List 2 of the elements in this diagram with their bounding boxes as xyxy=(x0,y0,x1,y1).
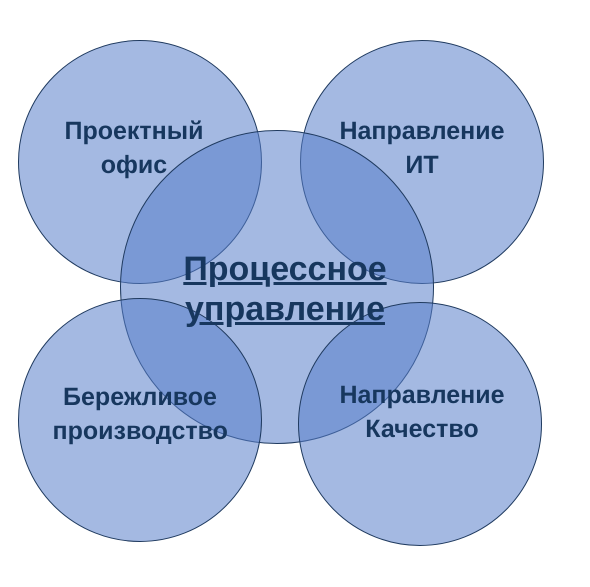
circle-label: Направление ИТ xyxy=(338,116,506,181)
circle-label: Проектный офис xyxy=(64,116,204,181)
